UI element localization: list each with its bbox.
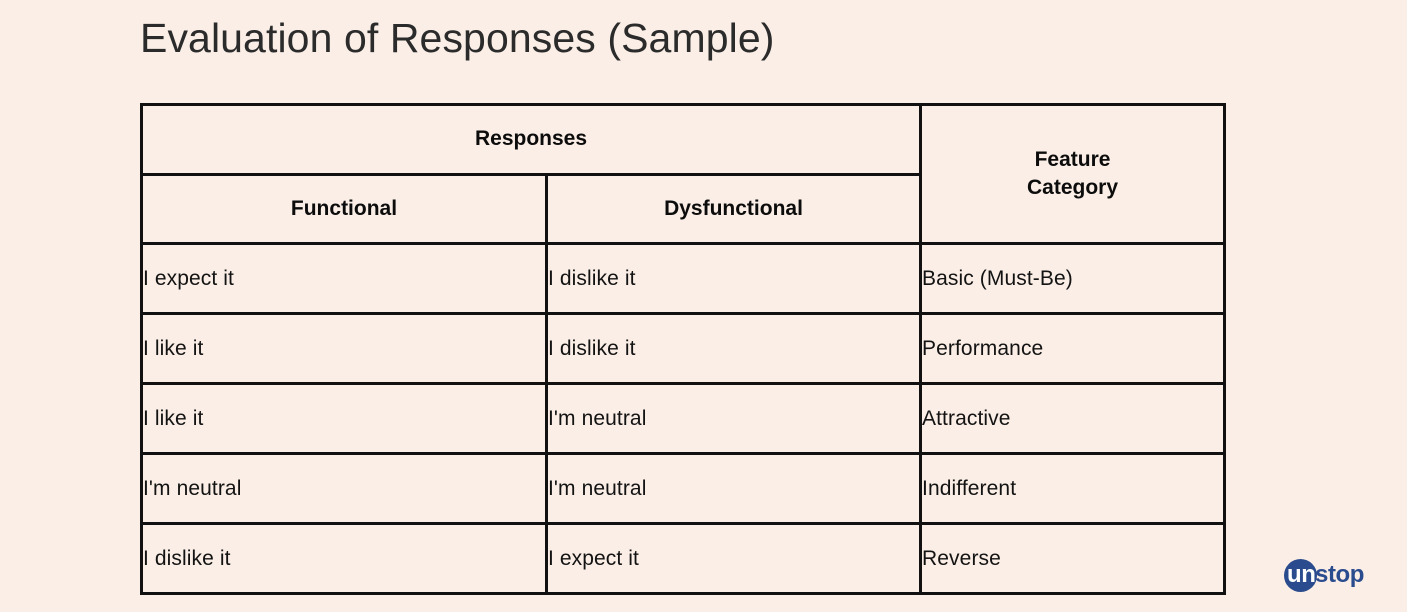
cell-functional: I like it — [140, 382, 548, 455]
logo-un-text: un — [1287, 561, 1316, 588]
cell-category: Performance — [919, 312, 1227, 385]
table-row: I like it I'm neutral Attractive — [140, 382, 1227, 455]
table-header-row-subgroup: Functional Dysfunctional — [140, 172, 1225, 245]
header-functional: Functional — [140, 172, 548, 245]
cell-category: Indifferent — [919, 452, 1227, 525]
cell-dysfunctional: I'm neutral — [544, 382, 923, 455]
page-title: Evaluation of Responses (Sample) — [140, 15, 775, 61]
cell-dysfunctional: I dislike it — [544, 312, 923, 385]
table-header-row-group: Responses Feature Category — [139, 103, 1227, 245]
cell-functional: I expect it — [140, 242, 548, 315]
header-feature-category-line2: Category — [1027, 176, 1119, 199]
unstop-logo: un stop — [1284, 557, 1364, 593]
cell-category: Basic (Must-Be) — [919, 242, 1227, 315]
cell-functional: I'm neutral — [140, 452, 548, 525]
header-dysfunctional: Dysfunctional — [544, 172, 923, 245]
header-responses: Responses — [139, 103, 923, 176]
cell-dysfunctional: I expect it — [544, 522, 923, 595]
cell-dysfunctional: I'm neutral — [544, 452, 923, 525]
logo-stop-text: stop — [1315, 561, 1365, 588]
header-feature-category-line1: Feature — [1034, 147, 1111, 171]
table-row: I like it I dislike it Performance — [140, 312, 1227, 385]
header-feature-category: Feature Category — [919, 103, 1227, 245]
cell-functional: I dislike it — [140, 522, 548, 595]
cell-category: Reverse — [919, 522, 1227, 595]
cell-dysfunctional: I dislike it — [544, 242, 923, 315]
table-row: I dislike it I expect it Reverse — [140, 522, 1227, 595]
unstop-circle-icon: un — [1284, 558, 1317, 592]
table-row: I'm neutral I'm neutral Indifferent — [140, 452, 1227, 525]
table-row: I expect it I dislike it Basic (Must-Be) — [140, 242, 1227, 315]
cell-functional: I like it — [140, 312, 548, 385]
logo-circle-shape — [1284, 558, 1317, 592]
cell-category: Attractive — [919, 382, 1227, 455]
evaluation-table: Responses Feature Category Functional Dy… — [139, 103, 1227, 595]
